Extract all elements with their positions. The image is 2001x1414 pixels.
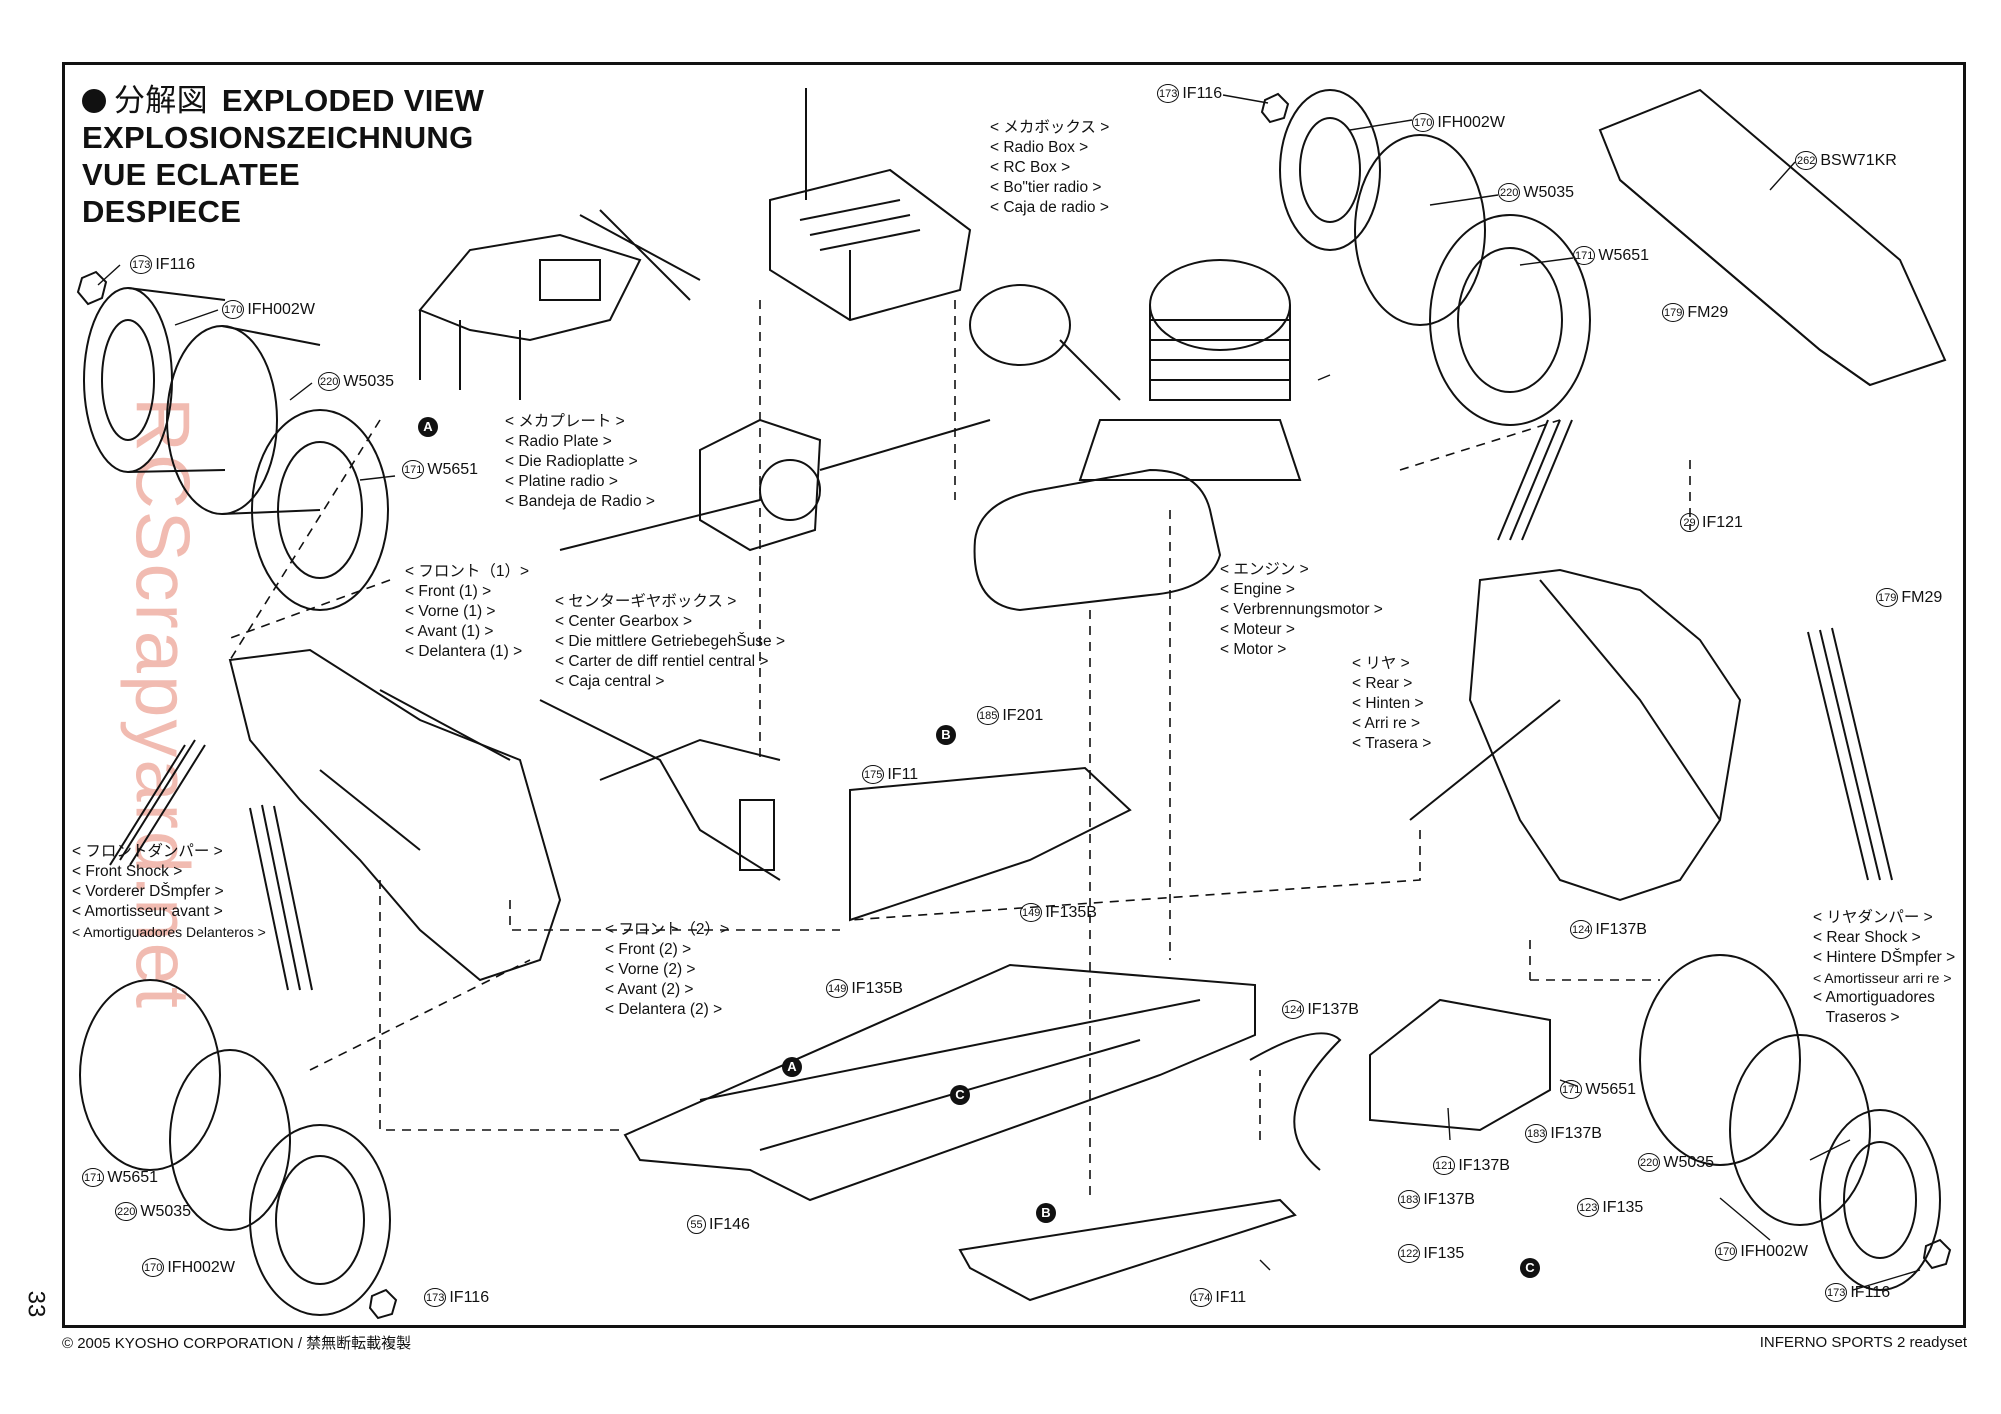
title-fr: VUE ECLATEE	[82, 157, 301, 192]
rear-wing-drawing	[1598, 88, 1947, 387]
rear-left-wheel-assembly-bottom	[1639, 954, 1952, 1291]
label-front-2: < フロント（2）>< Front (2) >< Vorne (2) >< Av…	[605, 921, 730, 1018]
exhaust-pipe-drawing	[973, 468, 1222, 612]
marker-b: B	[1036, 1203, 1056, 1223]
marker-c: C	[1520, 1258, 1540, 1278]
dashed-guide-lines	[224, 300, 1691, 1200]
diagram-frame	[62, 62, 1966, 1328]
label-engine: < エンジン >< Engine >< Verbrennungsmotor ><…	[1220, 561, 1383, 658]
title-block: 分解図 EXPLODED VIEW EXPLOSIONSZEICHNUNG VUE…	[82, 82, 484, 230]
title-ja: 分解図	[114, 83, 208, 118]
model-name-footer: INFERNO SPORTS 2 readyset	[1759, 1334, 1967, 1351]
bullet-icon	[82, 89, 106, 113]
front-left-wheel-assembly	[76, 270, 389, 611]
marker-b: B	[936, 725, 956, 745]
marker-a: A	[782, 1057, 802, 1077]
label-rear-shock: < リヤダンパー >< Rear Shock >< Hintere DŠmpfe…	[1813, 909, 1956, 1026]
top-guard-drawing	[849, 766, 1132, 922]
rear-suspension-drawing	[1409, 568, 1742, 902]
fuel-tank-drawing	[1249, 998, 1551, 1171]
leader-lines	[97, 94, 1921, 1291]
label-front-shock: < フロントダンパー >< Front Shock >< Vorderer DŠ…	[72, 843, 266, 940]
marker-c: C	[950, 1085, 970, 1105]
radio-plate-drawing	[418, 209, 701, 400]
label-radio-plate: < メカプレート >< Radio Plate >< Die Radioplat…	[505, 413, 655, 510]
engine-drawing	[969, 259, 1302, 481]
label-front-1: < フロント（1）>< Front (1) >< Vorne (1) >< Av…	[405, 563, 530, 660]
front-chassis-drawing	[228, 648, 562, 982]
title-de: EXPLOSIONSZEICHNUNG	[82, 120, 474, 155]
front-shock-drawing	[109, 739, 313, 991]
rear-right-wheel-assembly-top	[1260, 89, 1591, 426]
front-right-wheel-assembly-bottom	[79, 979, 398, 1320]
rear-shock-drawing	[1497, 419, 1893, 881]
label-rear: < リヤ >< Rear >< Hinten >< Arri re >< Tra…	[1352, 655, 1432, 752]
steering-drawing	[539, 699, 781, 881]
title-en: EXPLODED VIEW	[221, 83, 485, 118]
label-radio-box: < メカボックス >< Radio Box >< RC Box >< Bo"ti…	[990, 119, 1110, 216]
marker-a: A	[418, 417, 438, 437]
bottom-guard-drawing	[958, 1198, 1297, 1302]
copyright-footer: © 2005 KYOSHO CORPORATION / 禁無断転載複製	[62, 1335, 412, 1352]
radio-box-drawing	[769, 88, 972, 322]
label-center-gearbox: < センターギヤボックス >< Center Gearbox >< Die mi…	[555, 593, 786, 690]
title-es: DESPIECE	[82, 194, 242, 229]
